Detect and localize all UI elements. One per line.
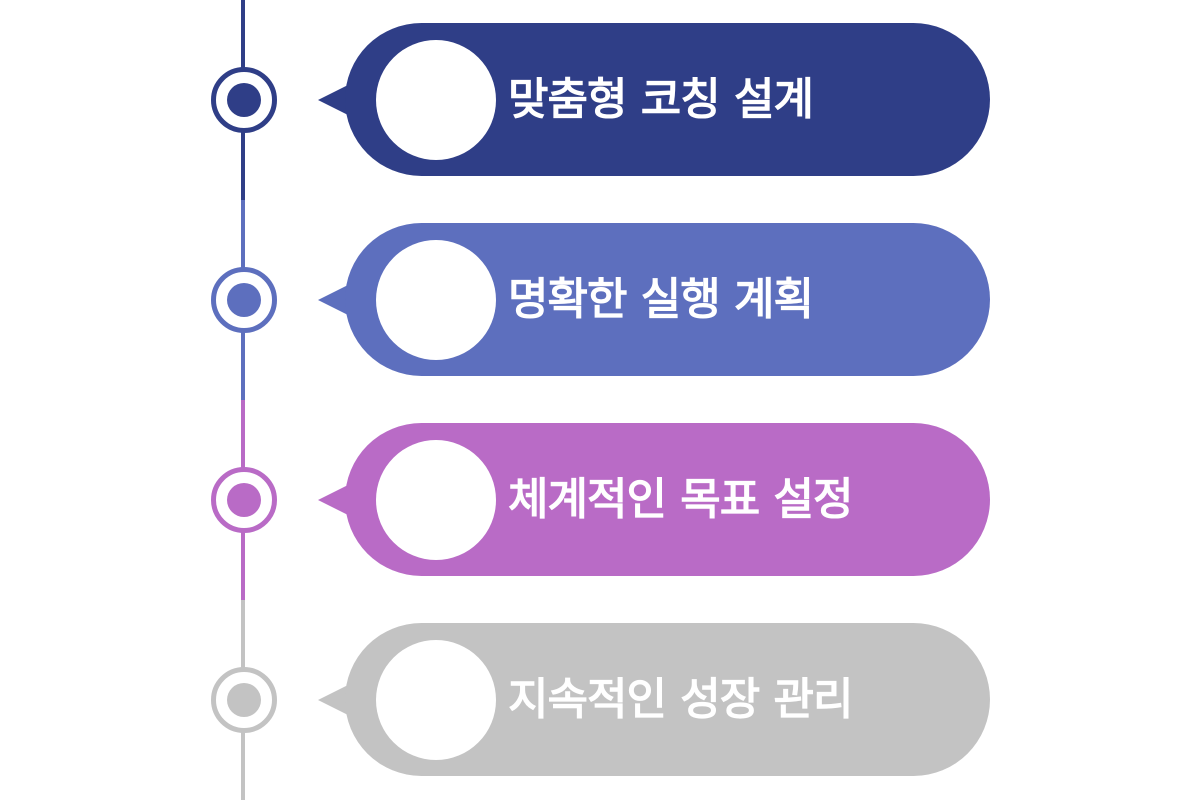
icon-placeholder-circle: [376, 640, 496, 760]
step-bubble: 체계적인 목표 설정: [345, 423, 990, 576]
timeline-node-icon: [211, 667, 277, 733]
step-bubble: 맞춤형 코칭 설계: [345, 23, 990, 176]
step-bubble: 지속적인 성장 관리: [345, 623, 990, 776]
node-dot-icon: [227, 83, 261, 117]
timeline-node-icon: [211, 467, 277, 533]
icon-placeholder-circle: [376, 440, 496, 560]
step-label: 맞춤형 코칭 설계: [508, 74, 814, 125]
timeline-node-icon: [211, 267, 277, 333]
timeline-step-2: 명확한 실행 계획: [0, 200, 1200, 400]
step-bubble: 명확한 실행 계획: [345, 223, 990, 376]
node-dot-icon: [227, 283, 261, 317]
step-label: 명확한 실행 계획: [508, 274, 814, 325]
timeline-step-3: 체계적인 목표 설정: [0, 400, 1200, 600]
step-label: 체계적인 목표 설정: [508, 474, 853, 525]
icon-placeholder-circle: [376, 240, 496, 360]
node-dot-icon: [227, 483, 261, 517]
node-dot-icon: [227, 683, 261, 717]
timeline-node-icon: [211, 67, 277, 133]
timeline-step-1: 맞춤형 코칭 설계: [0, 0, 1200, 200]
step-label: 지속적인 성장 관리: [508, 674, 853, 725]
timeline-step-4: 지속적인 성장 관리: [0, 600, 1200, 800]
icon-placeholder-circle: [376, 40, 496, 160]
